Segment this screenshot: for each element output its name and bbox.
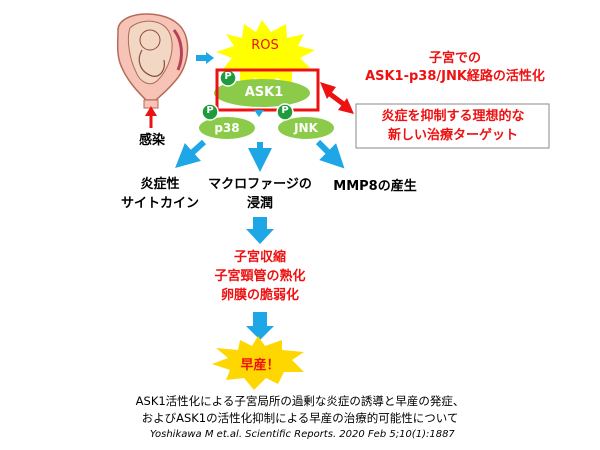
arrow-to-ros: [196, 52, 214, 64]
target-link-arrow: [320, 82, 354, 114]
ask1-node: [214, 79, 310, 107]
outcome-macrophage-line1: マクロファージの: [208, 177, 312, 192]
outcome-cytokines-line1: 炎症性: [140, 177, 180, 192]
infection-label: 感染: [138, 133, 165, 148]
ask1-phospho-label: P: [224, 71, 232, 82]
uterus-activation-title-line2: ASK1-p38/JNK経路の活性化: [365, 69, 545, 84]
outcome-cytokines: 炎症性 サイトカイン: [110, 175, 210, 213]
jnk-label: JNK: [294, 121, 318, 135]
caption-line2: およびASK1の活性化抑制による早産の治療的可能性について: [141, 411, 459, 425]
therapeutic-target-text: 炎症を抑制する理想的な 新しい治療ターゲット: [358, 107, 548, 145]
ask1-label: ASK1: [244, 85, 284, 100]
caption-line1: ASK1活性化による子宮局所の過剰な炎症の誘導と早産の発症、: [135, 394, 465, 408]
jnk-phospho-label: P: [281, 105, 289, 116]
infection-arrow: [145, 106, 157, 128]
uterus-activation-title: 子宮での ASK1-p38/JNK経路の活性化: [355, 50, 555, 86]
ros-burst: [216, 20, 315, 90]
uterine-effects-line2: 子宮頸管の熟化: [214, 269, 306, 284]
branch-arrows: [175, 139, 345, 172]
outcome-macrophage: マクロファージの 浸潤: [195, 175, 325, 213]
outcome-cytokines-line2: サイトカイン: [120, 196, 199, 211]
arrow-to-preterm: [246, 312, 274, 340]
uterine-effects-line1: 子宮収縮: [233, 250, 286, 265]
pathway-highlight-box: [215, 68, 320, 112]
p38-node: [199, 117, 255, 139]
p38-phospho-label: P: [206, 105, 214, 116]
therapeutic-target-line1: 炎症を抑制する理想的な: [381, 109, 525, 124]
ros-label: ROS: [251, 38, 279, 53]
ask1-to-p38jnk-arrow: [254, 110, 264, 117]
therapeutic-target-box: [355, 103, 550, 149]
uterus-fetus-illustration: [116, 13, 189, 109]
p38-label: p38: [214, 121, 240, 135]
preterm-burst: [212, 336, 304, 390]
uterine-effects: 子宮収縮 子宮頸管の熟化 卵膜の脆弱化: [190, 248, 330, 305]
outcome-macrophage-line2: 浸潤: [246, 196, 273, 211]
caption: ASK1活性化による子宮局所の過剰な炎症の誘導と早産の発症、 およびASK1の活…: [60, 393, 540, 427]
jnk-node: [278, 117, 334, 139]
p38-phospho-badge: [201, 103, 219, 121]
preterm-label: 早産！: [240, 358, 280, 373]
uterine-effects-line3: 卵膜の脆弱化: [220, 288, 299, 303]
uterus-activation-title-line1: 子宮での: [428, 51, 481, 66]
outcome-mmp8: MMP8の産生: [333, 179, 417, 194]
arrow-to-effects: [246, 217, 274, 244]
therapeutic-target-line2: 新しい治療ターゲット: [387, 128, 518, 143]
jnk-phospho-badge: [276, 103, 294, 121]
citation: Yoshikawa M et.al. Scientific Reports. 2…: [150, 429, 455, 440]
